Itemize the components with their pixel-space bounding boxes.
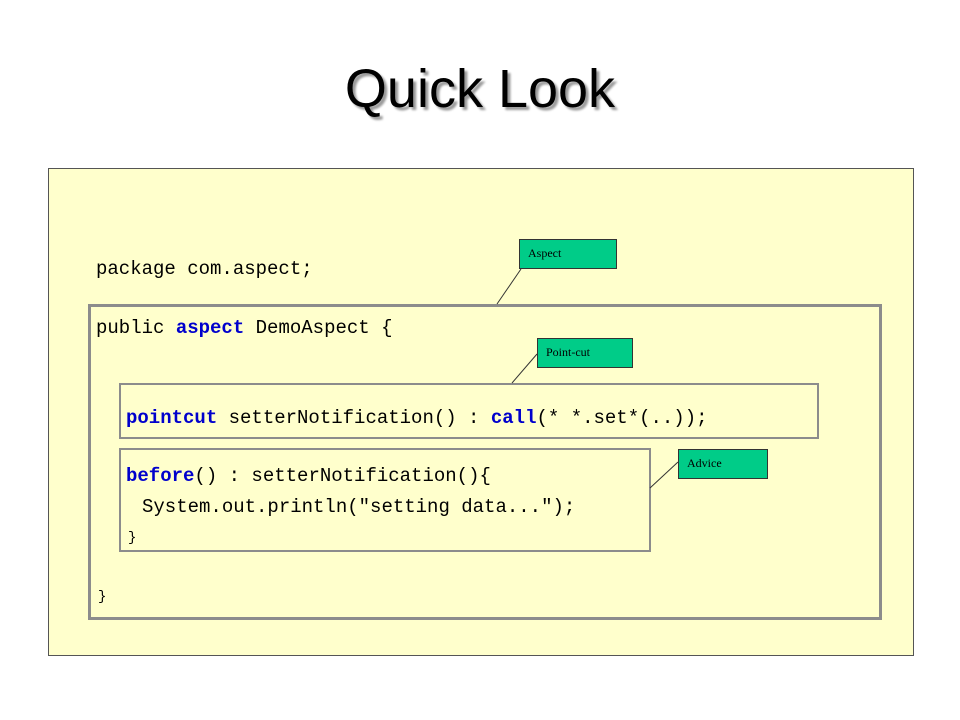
callout-advice: Advice xyxy=(678,449,768,479)
slide-title: Quick Look xyxy=(344,59,616,119)
aspect-pre: public xyxy=(96,317,176,339)
pointcut-block-border xyxy=(119,383,819,439)
before-line: before() : setterNotification(){ xyxy=(126,465,491,487)
aspect-block-border xyxy=(88,304,882,620)
aspect-keyword: aspect xyxy=(175,317,245,339)
pointcut-line: pointcut setterNotification() : call(* *… xyxy=(126,407,708,429)
package-line: package com.aspect; xyxy=(96,258,313,280)
code-panel xyxy=(48,168,914,656)
advice-close-brace: } xyxy=(128,530,137,546)
before-post: () : setterNotification(){ xyxy=(194,465,491,487)
pointcut-post: (* *.set*(..)); xyxy=(536,407,708,429)
callout-aspect: Aspect xyxy=(519,239,617,269)
pointcut-mid: setterNotification() : xyxy=(217,407,491,429)
call-keyword: call xyxy=(490,407,537,429)
println-line: System.out.println("setting data..."); xyxy=(142,496,576,518)
pointcut-connector xyxy=(511,353,538,384)
advice-connector xyxy=(649,461,679,489)
before-keyword: before xyxy=(126,465,195,487)
callout-pointcut: Point-cut xyxy=(537,338,633,368)
aspect-post: DemoAspect { xyxy=(244,317,393,339)
advice-block-border xyxy=(119,448,651,552)
aspect-close-brace: } xyxy=(98,589,107,605)
pointcut-keyword: pointcut xyxy=(126,407,218,429)
aspect-connector xyxy=(496,268,522,305)
aspect-declaration-line: public aspect DemoAspect { xyxy=(96,317,392,339)
